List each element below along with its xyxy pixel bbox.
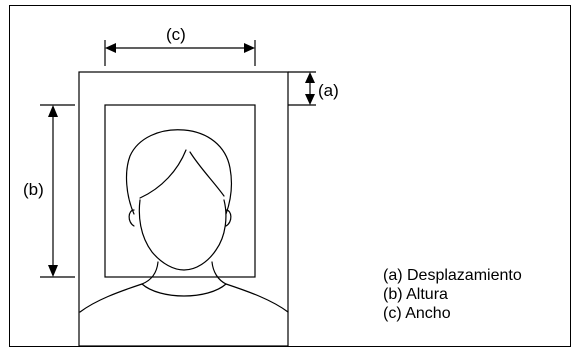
right-ear <box>225 209 232 227</box>
legend-item-width: (c) Ancho <box>383 305 451 322</box>
face <box>138 199 227 271</box>
height-arrow-top <box>48 105 58 117</box>
face-area-box <box>104 104 256 278</box>
neck-right <box>211 261 227 285</box>
legend: (a) Desplazamiento (b) Altura (c) Ancho <box>383 266 522 323</box>
portrait-silhouette <box>79 129 289 313</box>
offset-arrow-top <box>305 72 315 83</box>
offset-dimension <box>288 71 316 106</box>
neck-left <box>141 261 159 285</box>
hair <box>125 129 232 215</box>
left-ear <box>128 209 135 227</box>
offset-label: (a) <box>318 81 339 100</box>
width-dimension <box>104 40 256 66</box>
shoulder-left <box>79 283 143 313</box>
width-label: (c) <box>166 25 186 44</box>
height-label: (b) <box>23 180 44 199</box>
hair-part <box>139 149 187 199</box>
height-dimension <box>40 104 75 278</box>
height-arrow-bottom <box>48 265 58 277</box>
legend-item-offset: (a) Desplazamiento <box>383 267 522 284</box>
shoulder-right <box>225 283 289 313</box>
hair-strand <box>189 151 225 197</box>
width-arrow-right <box>244 43 255 53</box>
width-arrow-left <box>105 43 116 53</box>
legend-item-height: (b) Altura <box>383 286 448 303</box>
photo-outline <box>78 71 289 346</box>
offset-arrow-bottom <box>305 94 315 105</box>
collar <box>141 283 227 297</box>
